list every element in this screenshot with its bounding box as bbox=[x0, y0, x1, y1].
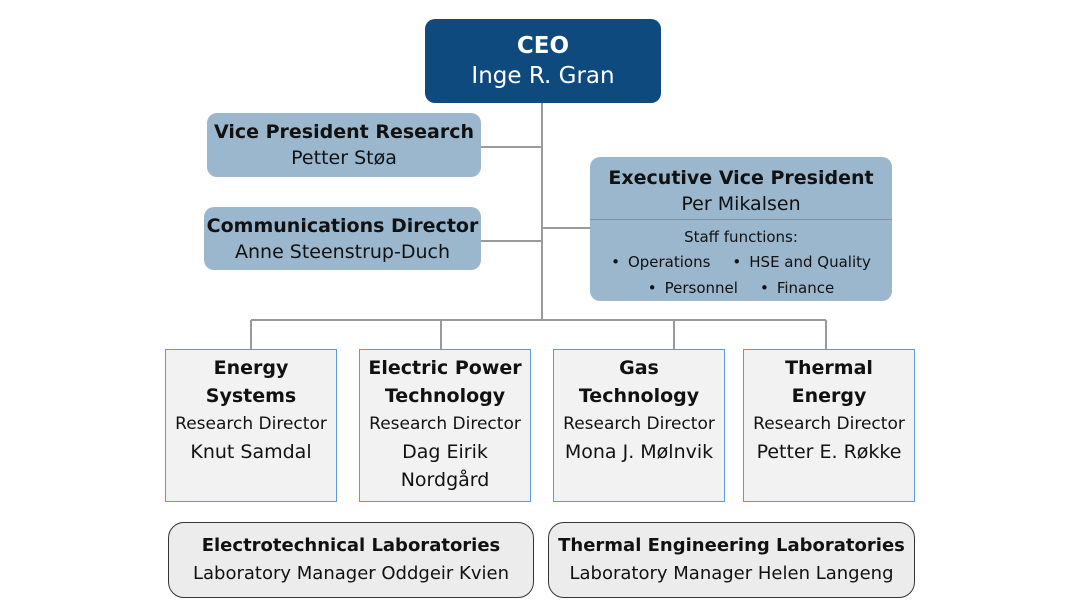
evp-title: Executive Vice President bbox=[608, 167, 874, 189]
staff-function-item: Operations bbox=[611, 249, 710, 275]
unit-director-name: Dag Eirik Nordgård bbox=[400, 441, 490, 491]
unit-role: Research Director bbox=[753, 414, 905, 434]
lab-electrotechnical: Electrotechnical Laboratories Laboratory… bbox=[168, 522, 534, 598]
unit-director-name: Mona J. Mølnvik bbox=[564, 441, 714, 463]
unit-title: Electric Power Technology bbox=[368, 357, 522, 407]
unit-gas-technology: Gas Technology Research Director Mona J.… bbox=[553, 349, 725, 502]
unit-director-name: Petter E. Røkke bbox=[756, 441, 902, 463]
ceo-box: CEO Inge R. Gran bbox=[425, 19, 661, 103]
lab-manager: Laboratory Manager Helen Langeng bbox=[569, 563, 894, 584]
unit-thermal-energy: Thermal Energy Research Director Petter … bbox=[743, 349, 915, 502]
vp-research-name: Petter Støa bbox=[291, 147, 397, 169]
vp-research-box: Vice President Research Petter Støa bbox=[207, 113, 481, 177]
unit-title: Energy Systems bbox=[205, 357, 297, 407]
communications-title: Communications Director bbox=[206, 214, 479, 237]
unit-title: Thermal Energy bbox=[785, 357, 873, 407]
communications-name: Anne Steenstrup-Duch bbox=[234, 240, 451, 263]
evp-divider bbox=[590, 219, 892, 220]
evp-name: Per Mikalsen bbox=[681, 193, 801, 215]
unit-role: Research Director bbox=[175, 414, 327, 434]
lab-manager: Laboratory Manager Oddgeir Kvien bbox=[193, 563, 509, 584]
unit-title: Gas Technology bbox=[578, 357, 700, 407]
ceo-name: Inge R. Gran bbox=[471, 63, 615, 89]
unit-role: Research Director bbox=[369, 414, 521, 434]
communications-box: Communications Director Anne Steenstrup-… bbox=[204, 207, 481, 270]
staff-function-item: HSE and Quality bbox=[732, 249, 871, 275]
unit-electric-power-technology: Electric Power Technology Research Direc… bbox=[359, 349, 531, 502]
staff-functions-label: Staff functions: bbox=[684, 228, 798, 246]
lab-title: Electrotechnical Laboratories bbox=[201, 535, 501, 556]
evp-box: Executive Vice President Per Mikalsen St… bbox=[590, 157, 892, 301]
staff-function-item: Finance bbox=[760, 275, 834, 301]
lab-thermal-engineering: Thermal Engineering Laboratories Laborat… bbox=[548, 522, 915, 598]
ceo-title: CEO bbox=[516, 33, 570, 59]
unit-energy-systems: Energy Systems Research Director Knut Sa… bbox=[165, 349, 337, 502]
staff-functions-row-1: Operations HSE and Quality bbox=[611, 249, 871, 275]
vp-research-title: Vice President Research bbox=[213, 121, 475, 143]
unit-director-name: Knut Samdal bbox=[190, 441, 312, 463]
lab-title: Thermal Engineering Laboratories bbox=[558, 535, 905, 556]
unit-role: Research Director bbox=[563, 414, 715, 434]
staff-function-item: Personnel bbox=[648, 275, 738, 301]
staff-functions-row-2: Personnel Finance bbox=[648, 275, 835, 301]
